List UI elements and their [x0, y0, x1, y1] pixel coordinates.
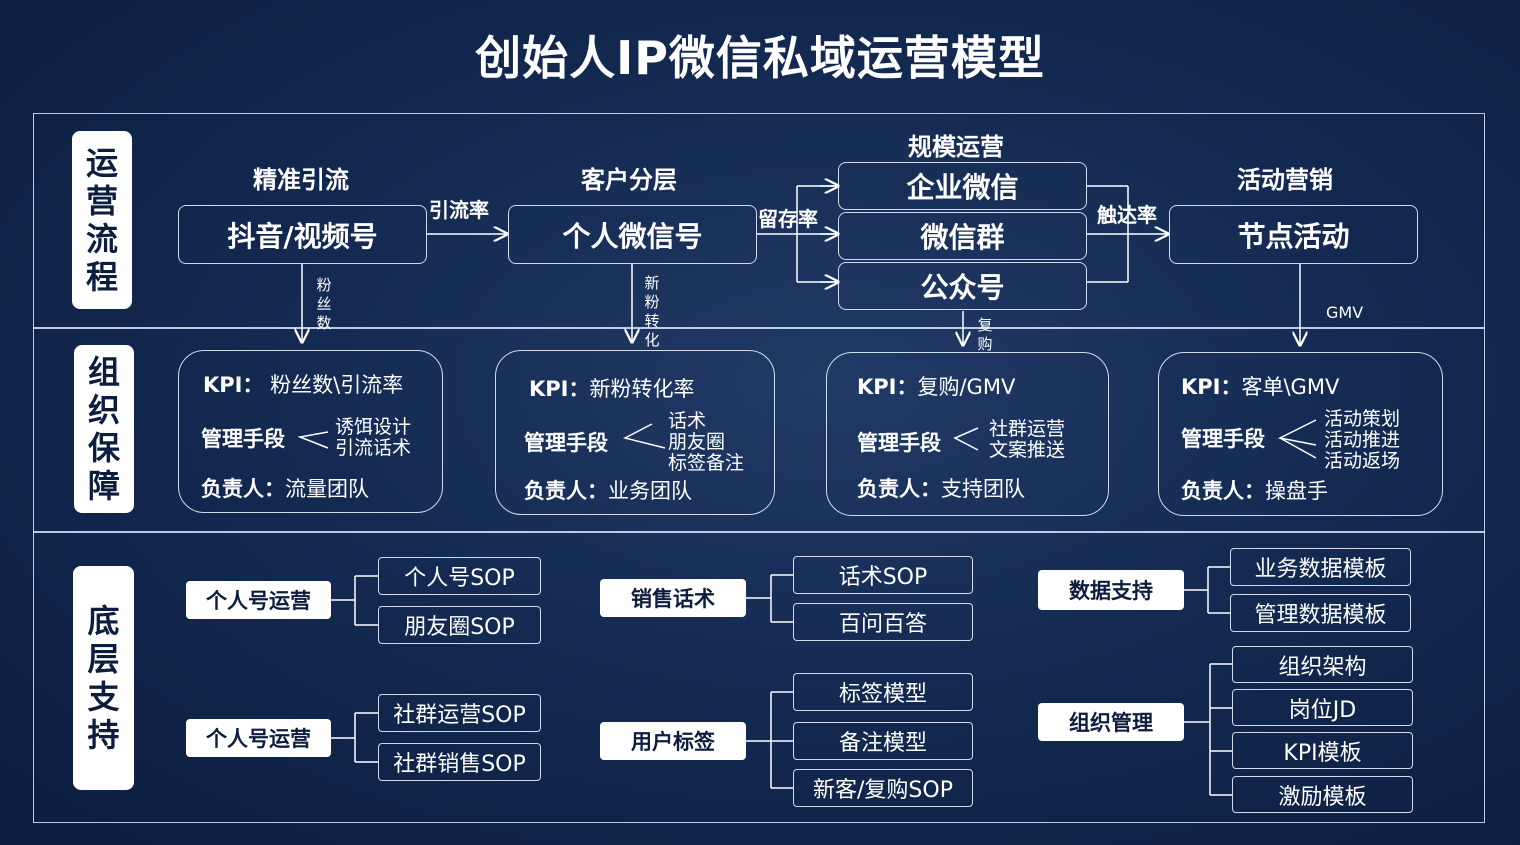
- page-title: 创始人IP微信私域运营模型: [475, 31, 1045, 85]
- edge-label-2: 留存率: [758, 207, 818, 231]
- org-section-frame: [33, 327, 1485, 533]
- means-item: 引流话术: [335, 437, 412, 459]
- owner-value: 操盘手: [1265, 479, 1328, 503]
- flow-box-node-activity: 节点活动: [1169, 205, 1418, 264]
- support-item: 社群运营SOP: [378, 694, 541, 732]
- support-item: 新客/复购SOP: [793, 769, 973, 807]
- support-item: 朋友圈SOP: [378, 606, 541, 644]
- support-item: 百问百答: [793, 603, 973, 641]
- owner-value: 业务团队: [608, 479, 692, 503]
- edge-label-1: 引流率: [429, 198, 489, 222]
- support-item: 话术SOP: [793, 556, 973, 594]
- kpi-card-4: KPI：客单\GMV 管理手段 活动策划 活动推进 活动返场 负责人：操盘手: [1158, 352, 1443, 516]
- support-item: 备注模型: [793, 722, 973, 760]
- kpi-card-3: KPI：复购/GMV 管理手段 社群运营 文案推送 负责人：支持团队: [826, 352, 1109, 516]
- support-label-sales-script: 销售话术: [600, 579, 746, 617]
- section-label-support: 底层支持: [73, 566, 134, 790]
- means-item: 朋友圈: [668, 431, 726, 453]
- down-label-1: 粉丝数: [316, 276, 332, 332]
- flow-box-wechat-personal: 个人微信号: [508, 205, 757, 264]
- support-label-personal-ops-1: 个人号运营: [186, 581, 331, 619]
- support-item: 社群销售SOP: [378, 743, 541, 781]
- kpi-value: 复购/GMV: [917, 375, 1016, 399]
- process-section-frame: [33, 113, 1485, 329]
- means-item: 活动返场: [1324, 450, 1401, 472]
- kpi-card-2: KPI：新粉转化率 管理手段 话术 朋友圈 标签备注 负责人：业务团队: [495, 350, 775, 515]
- down-label-3: 复购: [977, 316, 993, 353]
- support-item: 业务数据模板: [1230, 548, 1411, 586]
- section-label-org: 组织保障: [74, 345, 134, 513]
- means-item: 活动策划: [1324, 408, 1401, 430]
- owner-value: 支持团队: [941, 477, 1025, 501]
- support-item: 标签模型: [793, 673, 973, 711]
- support-label-org-mgmt: 组织管理: [1038, 703, 1184, 741]
- support-section-frame: [33, 531, 1485, 823]
- support-item: 管理数据模板: [1230, 594, 1411, 632]
- means-item: 诱饵设计: [335, 416, 412, 438]
- support-item: 岗位JD: [1232, 689, 1413, 726]
- flow-header-3: 规模运营: [908, 133, 1004, 161]
- means-item: 社群运营: [989, 418, 1066, 440]
- flow-box-official-account: 公众号: [838, 262, 1087, 310]
- means-item: 活动推进: [1324, 429, 1401, 451]
- kpi-card-1: KPI： 粉丝数\引流率 管理手段 诱饵设计 引流话术 负责人：流量团队: [178, 350, 443, 513]
- down-label-4: GMV: [1326, 303, 1364, 322]
- flow-header-2: 客户分层: [581, 166, 677, 194]
- support-label-user-tags: 用户标签: [600, 722, 746, 760]
- means-label: 管理手段: [201, 427, 285, 451]
- means-item: 标签备注: [668, 452, 745, 474]
- flow-header-1: 精准引流: [253, 166, 349, 194]
- means-label: 管理手段: [857, 431, 941, 455]
- support-item: 个人号SOP: [378, 557, 541, 595]
- kpi-value: 新粉转化率: [589, 377, 695, 401]
- means-item: 文案推送: [989, 439, 1066, 461]
- flow-box-enterprise-wechat: 企业微信: [838, 162, 1087, 210]
- edge-label-3: 触达率: [1097, 203, 1157, 227]
- support-item: 组织架构: [1232, 646, 1413, 683]
- flow-box-douyin: 抖音/视频号: [178, 205, 427, 264]
- owner-value: 流量团队: [285, 477, 369, 501]
- support-label-personal-ops-2: 个人号运营: [186, 719, 331, 757]
- flow-header-4: 活动营销: [1237, 166, 1333, 194]
- means-label: 管理手段: [524, 431, 608, 455]
- kpi-value: 客单\GMV: [1241, 375, 1340, 399]
- means-label: 管理手段: [1181, 427, 1265, 451]
- support-item: 激励模板: [1232, 776, 1413, 813]
- kpi-value: 粉丝数\引流率: [270, 373, 404, 397]
- flow-box-wechat-group: 微信群: [838, 212, 1087, 260]
- support-item: KPI模板: [1232, 732, 1413, 769]
- support-label-data: 数据支持: [1038, 570, 1184, 610]
- down-label-2: 新粉转化: [644, 274, 660, 349]
- section-label-process: 运营流程: [72, 131, 132, 309]
- means-item: 话术: [668, 410, 707, 432]
